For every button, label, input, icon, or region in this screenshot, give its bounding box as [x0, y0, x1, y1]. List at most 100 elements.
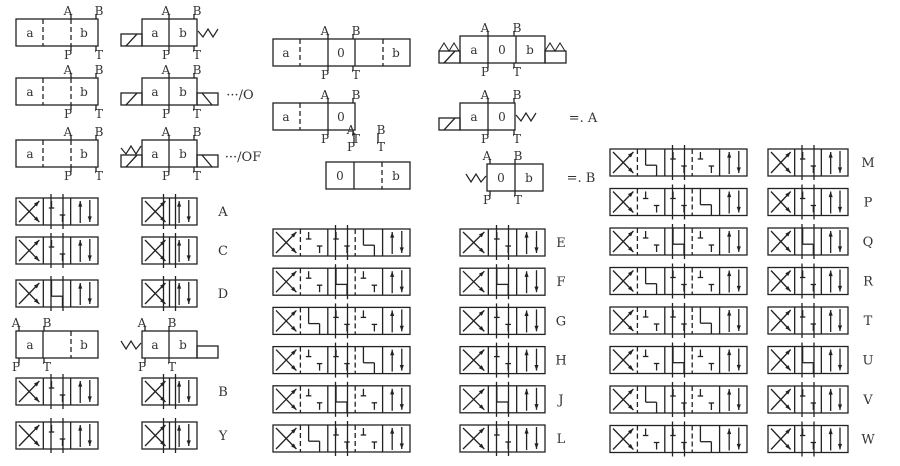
- spool-box: [15, 377, 99, 406]
- spool-box: [459, 345, 546, 375]
- spool-box: [767, 385, 849, 414]
- solenoid-icon: [438, 117, 461, 131]
- arrowhead-icon: [828, 389, 833, 395]
- arrowhead-icon: [785, 428, 791, 435]
- port-label-t: T: [43, 360, 51, 374]
- port-label-t: T: [193, 48, 201, 62]
- position-0: 0: [497, 171, 505, 185]
- arrowhead-icon: [186, 255, 191, 261]
- position-b: b: [392, 46, 400, 60]
- arrowhead-icon: [837, 285, 843, 292]
- spool-box: [459, 424, 546, 453]
- port-label-a: A: [161, 63, 171, 77]
- spool-mid2-L: [459, 421, 546, 456]
- port-label-t: T: [513, 132, 521, 146]
- arrowhead-icon: [290, 443, 297, 449]
- arrowhead-icon: [785, 246, 791, 252]
- arrowhead-icon: [290, 428, 297, 434]
- port-label-b: B: [95, 4, 104, 18]
- line: [125, 154, 138, 168]
- arrowhead-icon: [828, 349, 833, 356]
- spool-box: [272, 267, 411, 296]
- spool-box: [609, 385, 748, 414]
- arrowhead-icon: [534, 443, 539, 449]
- arrowhead-icon: [478, 428, 485, 434]
- arrowhead-icon: [785, 206, 791, 213]
- spool-mid-G: [272, 303, 411, 339]
- arrowhead-icon: [390, 310, 395, 317]
- arrowhead-icon: [627, 152, 634, 158]
- arrowhead-icon: [399, 364, 404, 371]
- position-b: b: [392, 169, 400, 183]
- solenoid-icon: [196, 345, 219, 359]
- arrowhead-icon: [627, 444, 634, 450]
- spool-box: [767, 266, 849, 296]
- arrowhead-icon: [478, 271, 485, 277]
- arrowhead-icon: [524, 271, 529, 277]
- position-b: b: [526, 43, 534, 57]
- arrowhead-icon: [478, 232, 485, 238]
- position-a: a: [151, 147, 158, 161]
- port-label-t: T: [95, 169, 103, 183]
- arrowhead-icon: [78, 240, 83, 246]
- spring-icon: [544, 42, 566, 52]
- spring-icon: [465, 172, 487, 184]
- spool-box: [272, 306, 411, 336]
- spool-right2-M: [767, 145, 849, 180]
- spring-icon: [197, 27, 219, 39]
- spool-box: [459, 267, 546, 296]
- port-label-t: T: [193, 107, 201, 121]
- spool-code-label: T: [864, 314, 873, 329]
- arrowhead-icon: [627, 286, 634, 292]
- spool-left-Y: [15, 418, 99, 453]
- spool-code-label: G: [556, 314, 566, 329]
- arrowhead-icon: [736, 285, 741, 292]
- spool-right-W: [609, 421, 748, 457]
- arrowhead-icon: [186, 298, 191, 304]
- port-label-b: B: [193, 4, 202, 18]
- position-b: b: [80, 26, 88, 40]
- arrowhead-icon: [186, 440, 191, 446]
- spool-code-label: F: [556, 275, 565, 290]
- arrowhead-icon: [33, 440, 40, 446]
- spool-mid2-F: [459, 264, 546, 300]
- port-label-t: T: [95, 48, 103, 62]
- arrowhead-icon: [627, 231, 634, 237]
- port-label-t: T: [352, 68, 360, 82]
- spool-mid-H: [272, 342, 411, 378]
- port-label-t: T: [352, 132, 360, 146]
- spool-code-label: Q: [863, 235, 874, 250]
- arrowhead-icon: [290, 388, 297, 395]
- spool-box: [15, 279, 99, 308]
- arrowhead-icon: [87, 216, 92, 222]
- position-b: b: [179, 338, 187, 352]
- arrowhead-icon: [87, 298, 92, 304]
- arrowhead-icon: [478, 325, 485, 332]
- arrowhead-icon: [785, 310, 791, 316]
- arrowhead-icon: [33, 255, 40, 261]
- arrowhead-icon: [33, 201, 40, 207]
- arrowhead-icon: [785, 167, 791, 173]
- spool-code-label: D: [218, 287, 228, 302]
- spool-right-V: [609, 382, 748, 417]
- box: [272, 102, 356, 131]
- port-label-t: T: [514, 193, 522, 207]
- arrowhead-icon: [33, 240, 40, 246]
- spool-box: [272, 228, 411, 257]
- spool-code-label: V: [862, 393, 873, 408]
- spool-left2-Y: [141, 418, 198, 453]
- position-0: 0: [498, 43, 506, 57]
- arrowhead-icon: [390, 271, 395, 277]
- position-a: a: [282, 46, 289, 60]
- port-label-b: B: [95, 125, 104, 139]
- arrowhead-icon: [399, 404, 404, 410]
- spool-left-D: [15, 276, 99, 311]
- arrowhead-icon: [785, 270, 791, 277]
- spool-box: [767, 148, 849, 177]
- arrowhead-icon: [736, 206, 741, 213]
- arrowhead-icon: [785, 364, 791, 371]
